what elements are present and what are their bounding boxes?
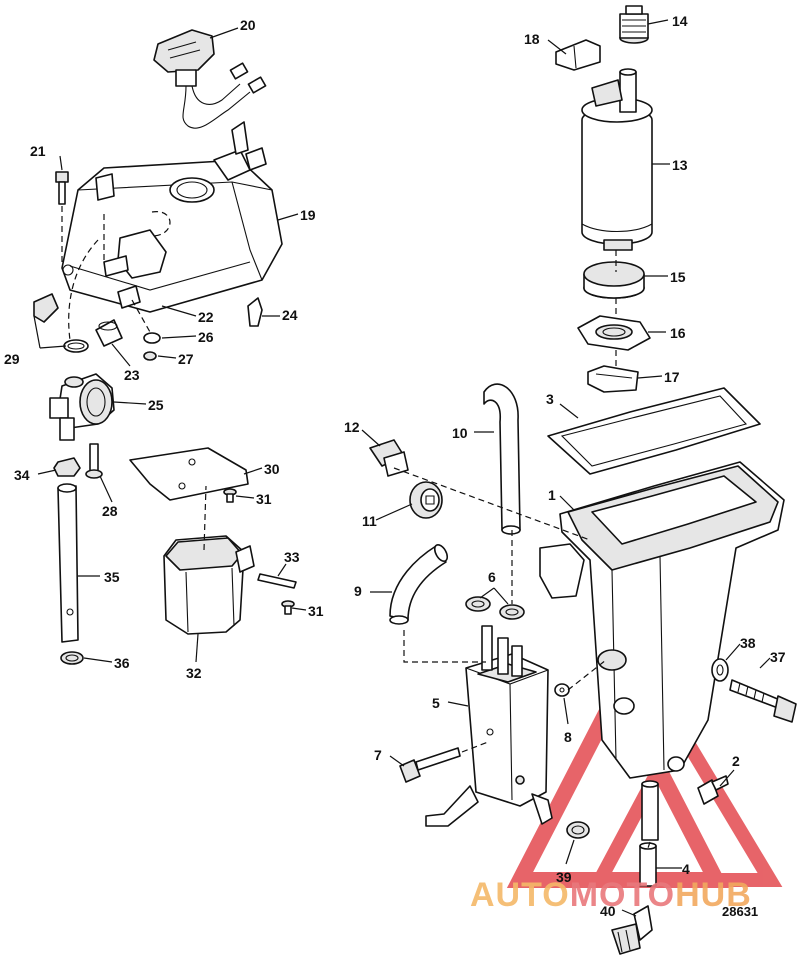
fuel-cooler-part-5 — [425, 625, 553, 827]
callout-32: 32 — [186, 665, 202, 681]
callout-21: 21 — [30, 143, 46, 159]
electric-fuel-pump-part-13 — [581, 68, 653, 251]
callout-30: 30 — [264, 461, 280, 477]
watermark-triangle-inner — [588, 715, 783, 887]
bracket-plate-part-30 — [129, 447, 249, 501]
screw-part-31-upper — [223, 488, 237, 503]
bolt-part-37 — [729, 679, 797, 723]
washer-part-38 — [711, 658, 729, 682]
callout-33: 33 — [284, 549, 300, 565]
wiring-harness-part-20 — [153, 29, 267, 129]
callout-28: 28 — [102, 503, 118, 519]
callout-31-upper: 31 — [256, 491, 272, 507]
callout-2: 2 — [732, 753, 740, 769]
callout-40: 40 — [600, 903, 616, 919]
callout-3: 3 — [546, 391, 554, 407]
hose-part-10 — [483, 383, 521, 535]
callout-37: 37 — [770, 649, 786, 665]
clamp-part-39 — [566, 821, 590, 839]
o-ring-part-26 — [143, 332, 161, 344]
callout-23: 23 — [124, 367, 140, 383]
callout-11: 11 — [362, 513, 377, 529]
callout-9: 9 — [354, 583, 362, 599]
callout-29: 29 — [4, 351, 20, 367]
screw-part-2 — [697, 775, 729, 805]
callout-36: 36 — [114, 655, 130, 671]
hose-part-9 — [389, 544, 449, 625]
clamps-part-6 — [465, 596, 525, 620]
callout-18: 18 — [524, 31, 540, 47]
clamp-part-36 — [60, 651, 84, 665]
grommet-part-11 — [409, 481, 443, 519]
callout-25: 25 — [148, 397, 164, 413]
filter-part-14 — [619, 5, 649, 44]
clip-part-18 — [555, 39, 601, 71]
pump-holder-part-16 — [577, 315, 651, 351]
cover-part-32 — [163, 535, 255, 635]
watermark-text-hub: HUB — [675, 876, 752, 914]
callout-35: 35 — [104, 569, 120, 585]
callout-27: 27 — [178, 351, 194, 367]
callout-1: 1 — [548, 487, 556, 503]
callout-16: 16 — [670, 325, 686, 341]
screw-part-28 — [85, 443, 103, 479]
fitting-part-12 — [369, 439, 409, 477]
callout-10: 10 — [452, 425, 468, 441]
fitting-part-23 — [95, 319, 123, 347]
callout-38: 38 — [740, 635, 756, 651]
screw-part-21 — [55, 171, 69, 205]
callout-24: 24 — [282, 307, 298, 323]
grommet-part-17 — [587, 365, 639, 393]
callout-26: 26 — [198, 329, 214, 345]
bolt-part-7 — [399, 747, 461, 783]
callout-5: 5 — [432, 695, 440, 711]
vapor-separator-tank-part-1 — [539, 461, 785, 779]
callout-labels: 1 2 3 4 5 6 7 8 9 10 11 12 13 14 15 16 1… — [4, 13, 786, 919]
watermark-text-moto: MOTO — [570, 876, 675, 914]
cap-part-29 — [33, 293, 89, 353]
callout-39: 39 — [556, 869, 572, 885]
fastener-part-24 — [247, 297, 263, 327]
watermark-text-auto: AUTO — [470, 876, 570, 914]
vapor-separator-cover-part-19 — [61, 121, 283, 313]
gasket-part-3 — [547, 387, 761, 475]
callout-31-lower: 31 — [308, 603, 324, 619]
callout-7: 7 — [374, 747, 382, 763]
callout-8: 8 — [564, 729, 572, 745]
watermark-logo — [506, 672, 783, 888]
pump-cap-part-15 — [583, 261, 645, 299]
callout-15: 15 — [670, 269, 686, 285]
callout-4: 4 — [682, 861, 690, 877]
callout-22: 22 — [198, 309, 214, 325]
nut-part-34 — [53, 457, 81, 477]
fuel-pump-part-25 — [49, 373, 115, 441]
leader-lines — [33, 19, 771, 917]
callout-13: 13 — [672, 157, 688, 173]
pin-part-33 — [257, 573, 297, 589]
callout-17: 17 — [664, 369, 680, 385]
tube-part-4 — [639, 780, 659, 887]
callout-34: 34 — [14, 467, 30, 483]
figure-reference-number: 28631 — [722, 904, 758, 919]
callout-14: 14 — [672, 13, 688, 29]
washer-part-27 — [143, 351, 157, 361]
hose-part-35 — [57, 483, 79, 643]
callout-20: 20 — [240, 17, 256, 33]
watermark-text: AUTOMOTOHUB — [470, 876, 752, 914]
callout-19: 19 — [300, 207, 316, 223]
screw-part-31-lower — [281, 600, 295, 615]
fitting-part-40 — [611, 905, 653, 955]
callout-12: 12 — [344, 419, 360, 435]
callout-6: 6 — [488, 569, 496, 585]
washer-part-8 — [554, 683, 570, 697]
